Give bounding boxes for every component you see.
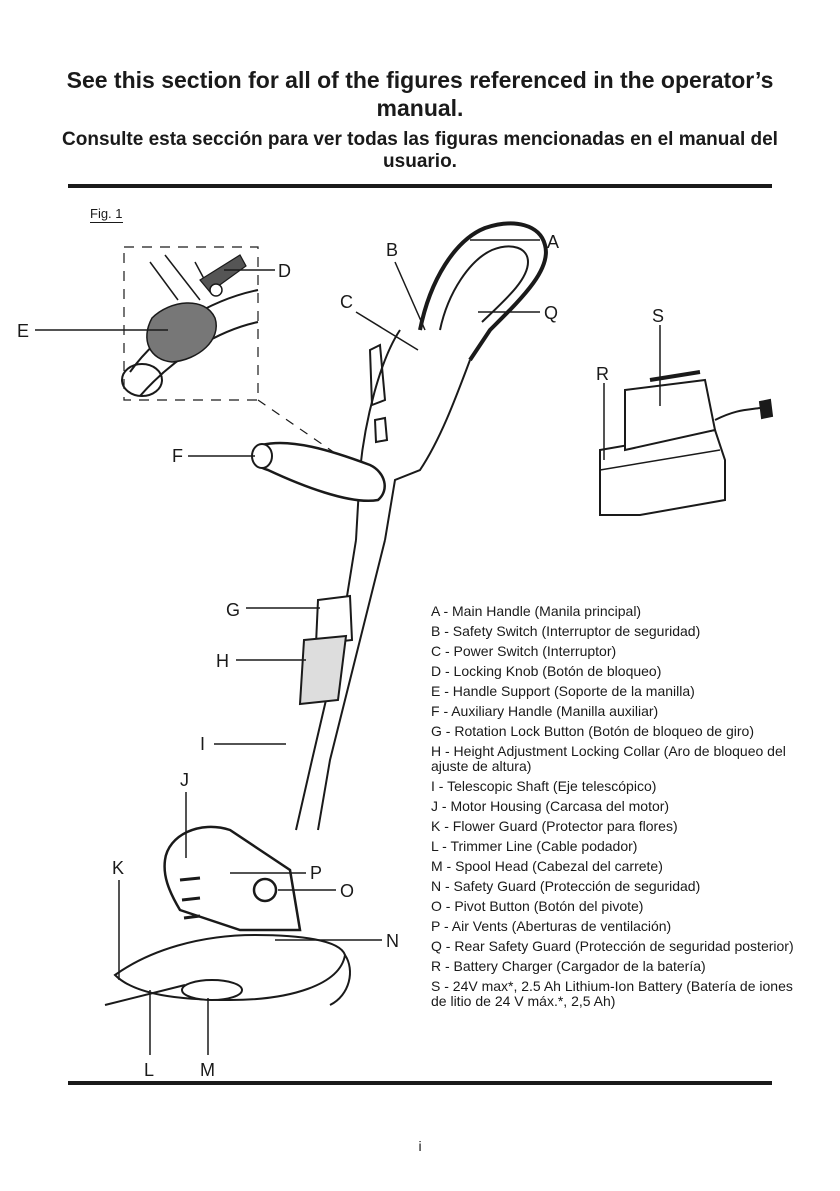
callout-a: A	[547, 232, 559, 252]
callout-i: I	[200, 734, 205, 754]
legend-item: M - Spool Head (Cabezal del carrete)	[431, 858, 663, 874]
legend-item: C - Power Switch (Interruptor)	[431, 643, 617, 659]
legend-item: I - Telescopic Shaft (Eje telescópico)	[431, 778, 657, 794]
page-number: i	[418, 1138, 422, 1154]
legend-item: N - Safety Guard (Protección de segurida…	[431, 878, 701, 894]
callout-m: M	[200, 1060, 215, 1080]
leader-lines	[35, 239, 661, 1055]
legend-item: E - Handle Support (Soporte de la manill…	[431, 683, 695, 699]
callout-e: E	[17, 321, 29, 341]
callout-n: N	[386, 931, 399, 951]
charger-and-battery	[599, 370, 774, 516]
legend-item: D - Locking Knob (Botón de bloqueo)	[431, 663, 662, 679]
legend-item: K - Flower Guard (Protector para flores)	[431, 818, 678, 834]
legend-item: P - Air Vents (Aberturas de ventilación)	[431, 918, 672, 934]
top-divider	[68, 184, 772, 188]
callout-r: R	[596, 364, 609, 384]
figure-label: Fig. 1	[90, 206, 123, 223]
callout-p: P	[310, 863, 322, 883]
trimmer-body	[104, 221, 548, 1006]
legend-item: H - Height Adjustment Locking Collar (Ar…	[431, 743, 786, 774]
legend-item: B - Safety Switch (Interruptor de seguri…	[431, 623, 701, 639]
callout-g: G	[226, 600, 240, 620]
callout-d: D	[278, 261, 291, 281]
callout-k: K	[112, 858, 124, 878]
legend-item: R - Battery Charger (Cargador de la bate…	[431, 958, 706, 974]
callout-q: Q	[544, 303, 558, 323]
callout-f: F	[172, 446, 183, 466]
callout-h: H	[216, 651, 229, 671]
legend-item: G - Rotation Lock Button (Botón de bloqu…	[431, 723, 754, 739]
callout-j: J	[180, 770, 189, 790]
legend-item: F - Auxiliary Handle (Manilla auxiliar)	[431, 703, 659, 719]
legend-item: L - Trimmer Line (Cable podador)	[431, 838, 638, 854]
callout-l: L	[144, 1060, 154, 1080]
legend-item: O - Pivot Button (Botón del pivote)	[431, 898, 644, 914]
title-spanish: Consulte esta sección para ver todas las…	[62, 129, 778, 172]
callout-c: C	[340, 292, 353, 312]
callout-b: B	[386, 240, 398, 260]
callout-o: O	[340, 881, 354, 901]
legend-item: A - Main Handle (Manila principal)	[431, 603, 642, 619]
legend-item: S - 24V max*, 2.5 Ah Lithium-Ion Battery…	[431, 978, 793, 1009]
legend-item: Q - Rear Safety Guard (Protección de seg…	[431, 938, 794, 954]
parts-legend: A - Main Handle (Manila principal) B - S…	[431, 604, 811, 1014]
bottom-divider	[68, 1081, 772, 1085]
callout-s: S	[652, 306, 664, 326]
detail-inset	[121, 246, 349, 463]
title-english: See this section for all of the figures …	[66, 67, 774, 121]
legend-item: J - Motor Housing (Carcasa del motor)	[431, 798, 670, 814]
